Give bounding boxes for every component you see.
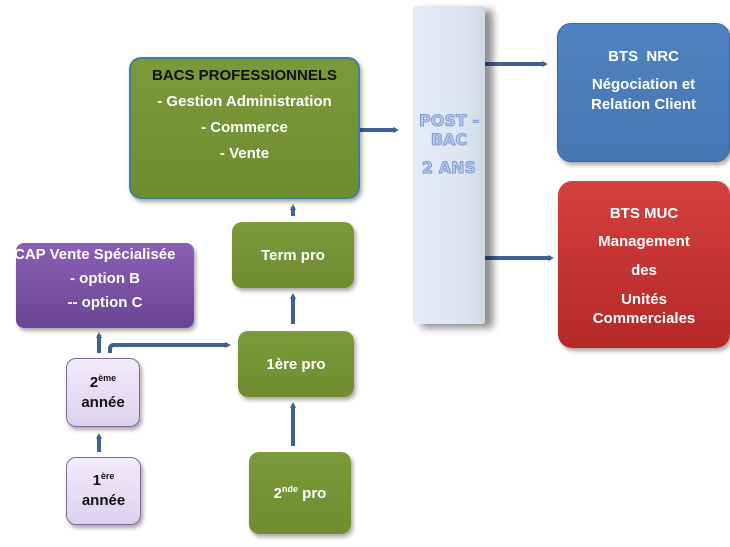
bacs-item: - Vente	[219, 145, 270, 162]
post-bac-bar: POST - BAC 2 ANS	[413, 6, 485, 324]
seconde-pro-box: 2nde pro	[249, 452, 351, 534]
post-bac-line2: BAC	[430, 129, 468, 149]
bacs-title: BACS PROFESSIONNELS	[151, 67, 338, 84]
seconde-rest: pro	[298, 484, 327, 502]
seconde-num: 2	[273, 484, 282, 502]
bts-nrc-box: BTS NRC Négociation et Relation Client	[557, 23, 730, 162]
cap-vente-box: CAP Vente Spécialisée - option B -- opti…	[14, 243, 194, 328]
annee2-sup: ème	[98, 372, 117, 383]
annee1-sup: ère	[100, 471, 115, 481]
arrow-annee2-to-premiere	[108, 342, 231, 353]
seconde-pro-label: 2nde pro	[273, 483, 327, 502]
premiere-pro-label: 1ère pro	[266, 355, 326, 373]
bts-muc-title: BTS MUC	[609, 205, 679, 222]
seconde-sup: nde	[281, 483, 298, 494]
cap-option-b: - option B	[70, 270, 140, 287]
cap-title: CAP Vente Spécialisée	[14, 246, 176, 263]
annee2-word: année	[81, 393, 125, 411]
post-bac-line1: POST -	[419, 111, 480, 131]
term-pro-box: Term pro	[232, 222, 354, 288]
bts-nrc-title: BTS NRC	[608, 48, 679, 65]
bts-nrc-line1: Négociation et	[591, 76, 696, 93]
bts-muc-line4: Commerciales	[592, 310, 696, 327]
premiere-annee-box: 1ère année	[66, 457, 141, 525]
bts-muc-line3: Unités	[621, 291, 667, 308]
term-pro-label: Term pro	[261, 246, 325, 264]
deuxieme-annee-box: 2ème année	[66, 358, 140, 427]
bacs-item: - Gestion Administration	[157, 93, 332, 110]
bacs-item: - Commerce	[201, 119, 288, 136]
annee1-num: 1	[92, 472, 101, 489]
annee1-word: année	[81, 492, 126, 509]
annee1-ordinal: 1ère	[93, 471, 115, 491]
cap-option-c: -- option C	[67, 294, 143, 311]
annee2-ordinal: 2ème	[90, 373, 116, 393]
annee2-num: 2	[89, 373, 99, 391]
post-bac-line3: 2 ANS	[422, 158, 477, 178]
bts-muc-line2: des	[631, 262, 657, 279]
bts-muc-line1: Management	[598, 233, 690, 250]
bts-nrc-line2: Relation Client	[590, 96, 696, 113]
bacs-professionnels-box: BACS PROFESSIONNELS - Gestion Administra…	[129, 57, 360, 199]
premiere-pro-box: 1ère pro	[238, 331, 354, 397]
bts-muc-box: BTS MUC Management des Unités Commercial…	[558, 181, 730, 348]
